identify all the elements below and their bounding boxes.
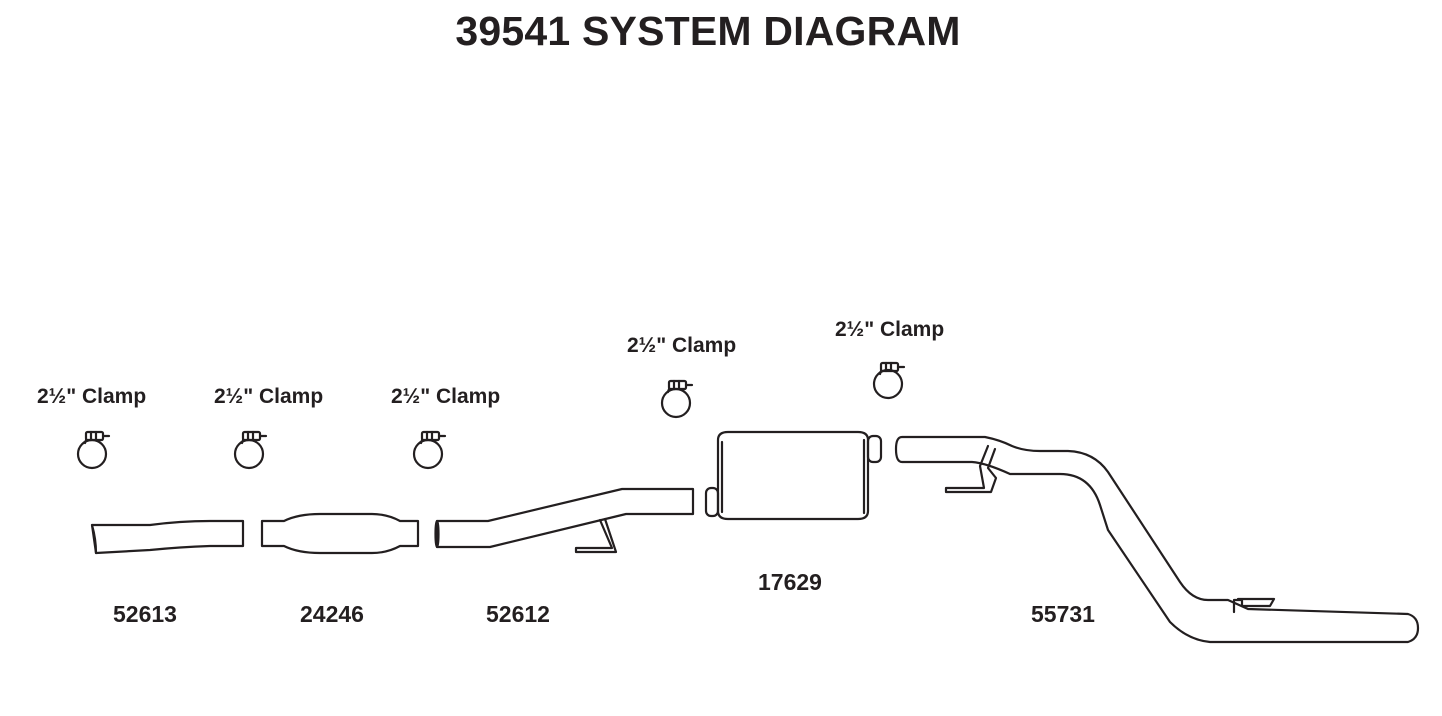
clamp-icon-5 xyxy=(872,361,906,400)
clamp-icon-3 xyxy=(412,430,447,470)
pipe-52612 xyxy=(434,487,695,554)
diagram-title: 39541 SYSTEM DIAGRAM xyxy=(455,8,961,54)
part-number-52612: 52612 xyxy=(486,601,550,627)
tailpipe-55731 xyxy=(894,435,1420,644)
part-number-17629: 17629 xyxy=(758,569,822,595)
clamp-label-1: 2½" Clamp xyxy=(37,385,147,408)
muffler-17629 xyxy=(704,430,883,521)
clamp-label-2: 2½" Clamp xyxy=(214,385,324,408)
resonator-24246 xyxy=(260,512,420,555)
clamp-icon-1 xyxy=(76,430,111,470)
pipe-52613 xyxy=(90,519,245,555)
clamp-icon-2 xyxy=(233,430,268,470)
clamp-label-5: 2½" Clamp xyxy=(835,318,945,341)
part-number-24246: 24246 xyxy=(300,601,364,627)
clamp-label-4: 2½" Clamp xyxy=(627,334,737,357)
part-number-52613: 52613 xyxy=(113,601,177,627)
clamp-icon-4 xyxy=(660,379,694,419)
part-number-55731: 55731 xyxy=(1031,601,1095,627)
clamp-label-3: 2½" Clamp xyxy=(391,385,501,408)
